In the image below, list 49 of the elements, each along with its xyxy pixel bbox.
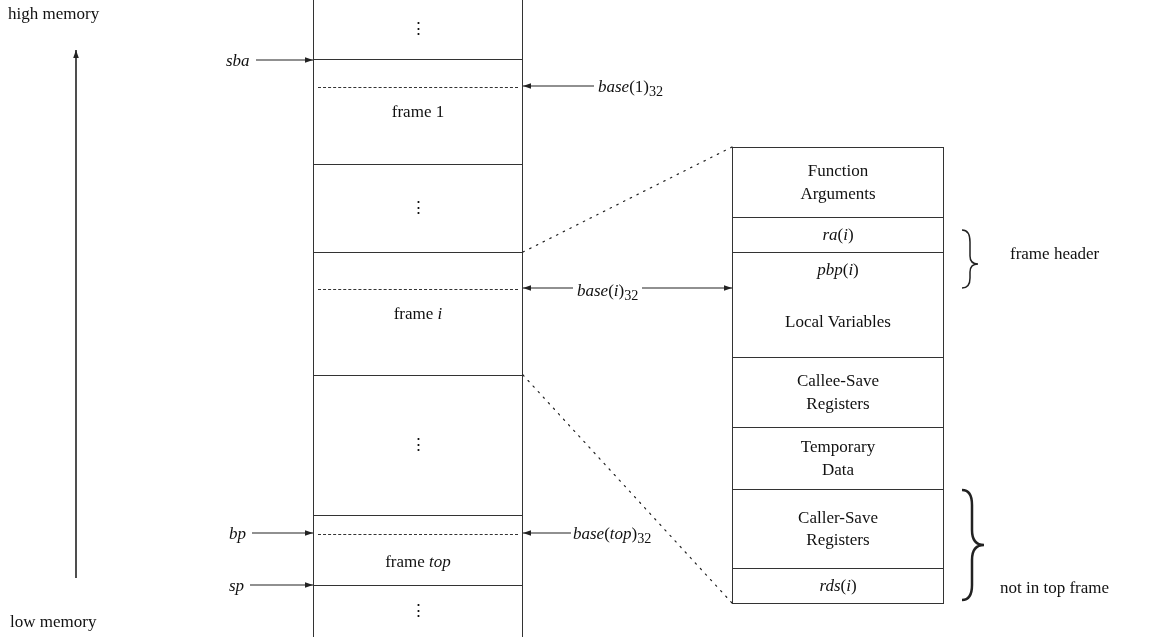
cell-text: ⋮ <box>409 600 427 623</box>
cell-text: rds(i) <box>819 574 857 597</box>
memory-cell <box>732 489 944 569</box>
pointer-label: sp <box>229 577 245 594</box>
memory-cell <box>313 164 523 253</box>
memory-cell <box>732 288 944 358</box>
arrow <box>522 285 574 291</box>
cell-text: Local Variables <box>785 311 891 334</box>
pointer-label: sba <box>226 52 250 69</box>
cell-text: Function Arguments <box>799 160 877 205</box>
arrow <box>522 83 595 89</box>
memory-cell <box>732 147 944 218</box>
arrow <box>255 57 314 63</box>
arrow <box>522 530 572 536</box>
pointer-label: base(i)$_{32}$ <box>577 282 639 303</box>
cell-text: frame 1 <box>391 100 445 123</box>
cell-text: Temporary Data <box>799 436 877 481</box>
axis-label: high memory <box>8 4 100 24</box>
axis-label: low memory <box>10 612 97 632</box>
memory-cell <box>313 0 523 60</box>
memory-cell <box>313 59 523 165</box>
cell-text: Caller-Save Registers <box>797 506 879 551</box>
cell-text: frame i <box>393 302 443 325</box>
cell-text: ⋮ <box>409 197 427 220</box>
pointer-label: base(1)$_{32}$ <box>598 78 664 99</box>
memory-cell <box>732 357 944 428</box>
arrow <box>641 285 733 291</box>
memory-cell <box>313 585 523 637</box>
arrow <box>249 582 314 588</box>
zoom-line <box>522 146 733 253</box>
memory-cell <box>732 252 944 289</box>
memory-cell <box>732 217 944 253</box>
pointer-label: bp <box>229 525 246 542</box>
brace-label: not in top frame <box>1000 578 1110 598</box>
memory-cell <box>313 252 523 376</box>
memory-cell <box>313 375 523 516</box>
cell-text: ⋮ <box>409 18 427 41</box>
memory-cell <box>732 568 944 604</box>
cell-text: ra(i) <box>822 223 854 246</box>
cell-text: ⋮ <box>409 434 427 457</box>
arrow <box>251 530 314 536</box>
cell-text: frame top <box>385 551 451 574</box>
brace-label: frame header <box>1010 244 1100 264</box>
cell-text: Callee-Save Registers <box>795 370 881 415</box>
zoom-line <box>522 374 733 604</box>
cell-text: pbp(i) <box>817 259 859 282</box>
memory-cell <box>313 515 523 586</box>
pointer-label: base(top)$_{32}$ <box>573 525 652 546</box>
memory-cell <box>732 427 944 490</box>
